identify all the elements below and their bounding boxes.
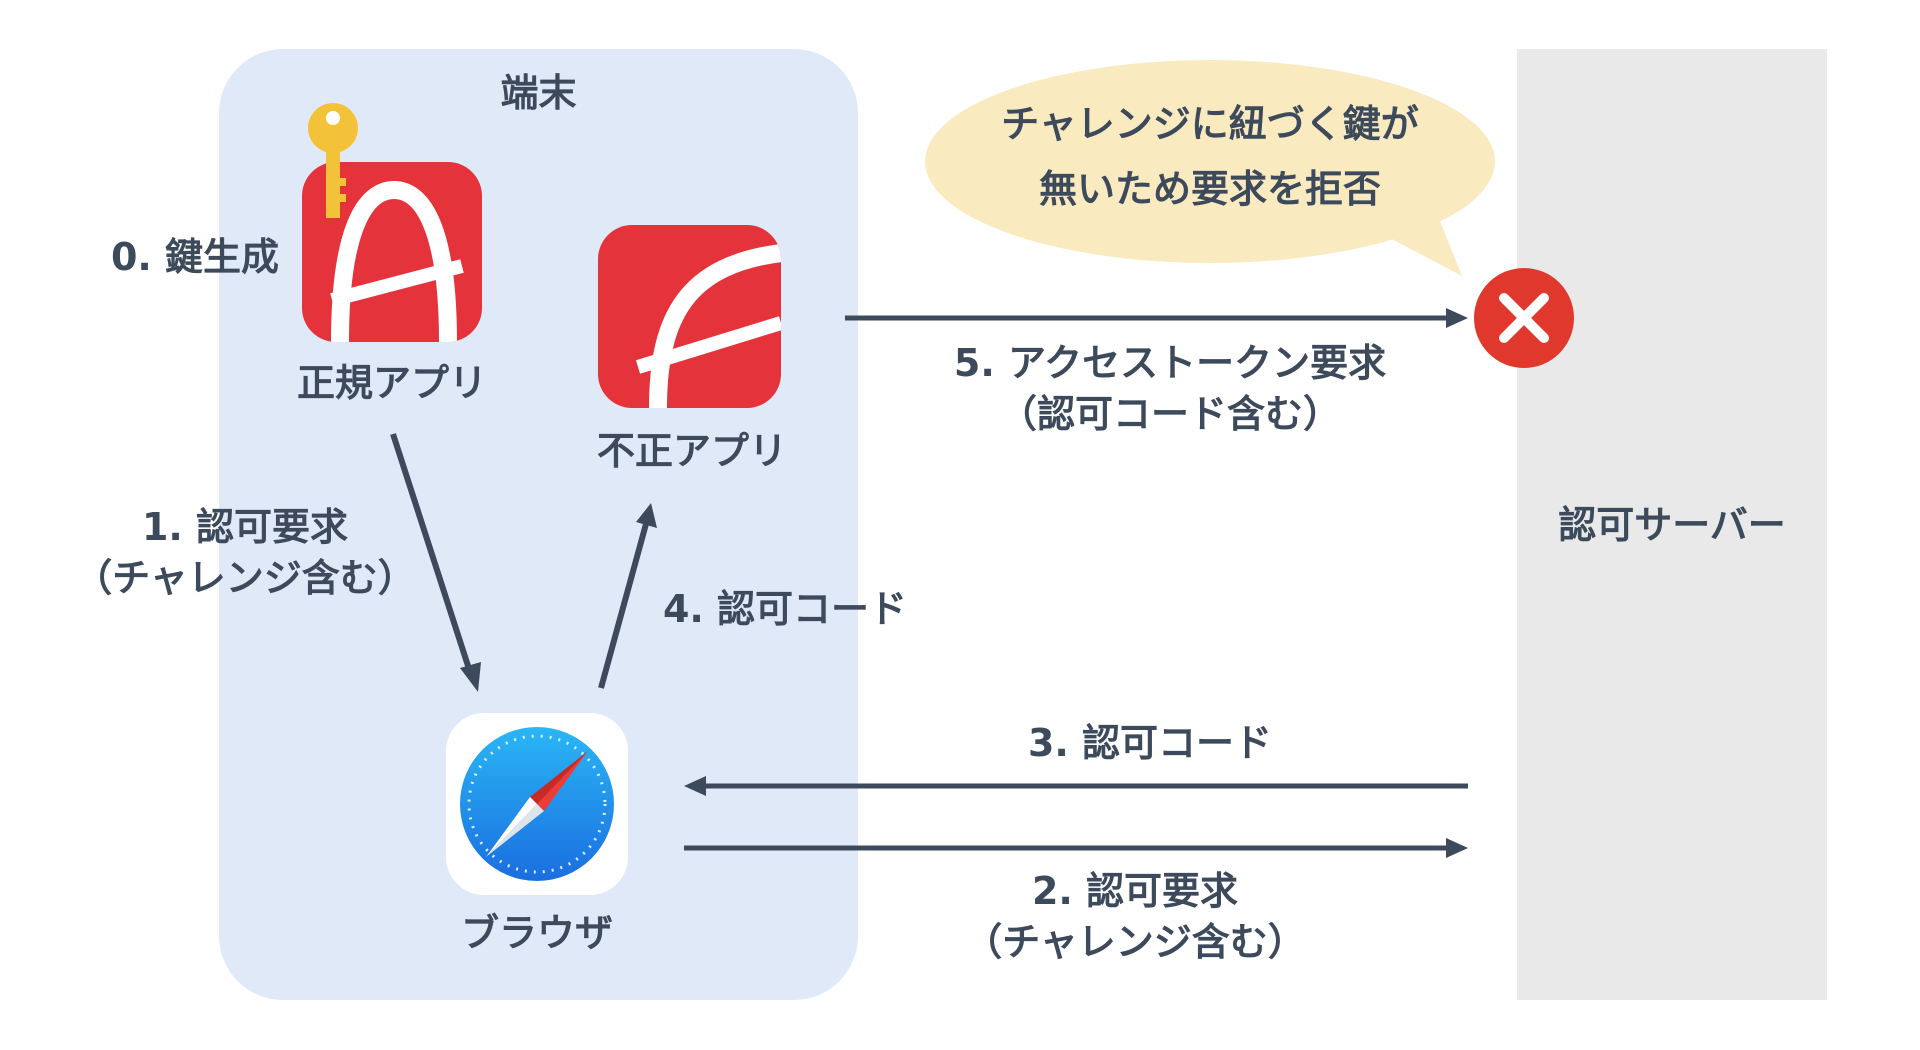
arrow-step2-auth-request (684, 838, 1468, 858)
rejection-speech-bubble (925, 60, 1495, 263)
step5-label-line2: （認可コード含む） (998, 392, 1341, 437)
rejection-message: チャレンジに紐づく鍵が 無いため要求を拒否 (925, 92, 1495, 221)
browser-icon (446, 713, 628, 895)
arrow-step4-auth-code (598, 503, 657, 689)
compass-icon (460, 727, 614, 881)
legit-app-label: 正規アプリ (296, 361, 487, 405)
malicious-app-label: 不正アプリ (596, 429, 787, 473)
browser-label: ブラウザ (460, 911, 613, 955)
auth-server-container (1517, 49, 1827, 1000)
step5-label-line1: 5. アクセストークン要求 (953, 341, 1387, 385)
step2-label: 2. 認可要求 （チャレンジ含む） (960, 866, 1310, 969)
step0-key-generation-label: 0. 鍵生成 (110, 235, 280, 279)
step1-label-line1: 1. 認可要求 (141, 505, 349, 549)
step4-label: 4. 認可コード (662, 587, 908, 631)
device-title: 端末 (500, 71, 577, 115)
rejection-message-line2: 無いため要求を拒否 (1038, 166, 1381, 211)
A-letter-variant-icon (635, 244, 781, 408)
key-icon (308, 103, 358, 218)
step5-label: 5. アクセストークン要求 （認可コード含む） (920, 338, 1420, 441)
arrow-step1-auth-request (390, 433, 481, 692)
rejection-message-line1: チャレンジに紐づく鍵が (1001, 102, 1419, 146)
step1-label: 1. 認可要求 （チャレンジ含む） (70, 502, 420, 605)
arrow-step3-auth-code (684, 776, 1468, 796)
step1-label-line2: （チャレンジ含む） (74, 556, 416, 601)
step3-label: 3. 認可コード (1027, 721, 1273, 765)
malicious-app-icon (598, 225, 781, 408)
step2-label-line1: 2. 認可要求 (1031, 869, 1239, 913)
arrow-step5-token-request (845, 308, 1468, 328)
step2-label-line2: （チャレンジ含む） (964, 920, 1306, 965)
auth-server-title: 認可サーバー (1558, 503, 1786, 547)
speech-bubble-tail (1390, 206, 1462, 276)
reject-x-icon (1474, 268, 1574, 368)
A-letter-icon (330, 180, 464, 342)
